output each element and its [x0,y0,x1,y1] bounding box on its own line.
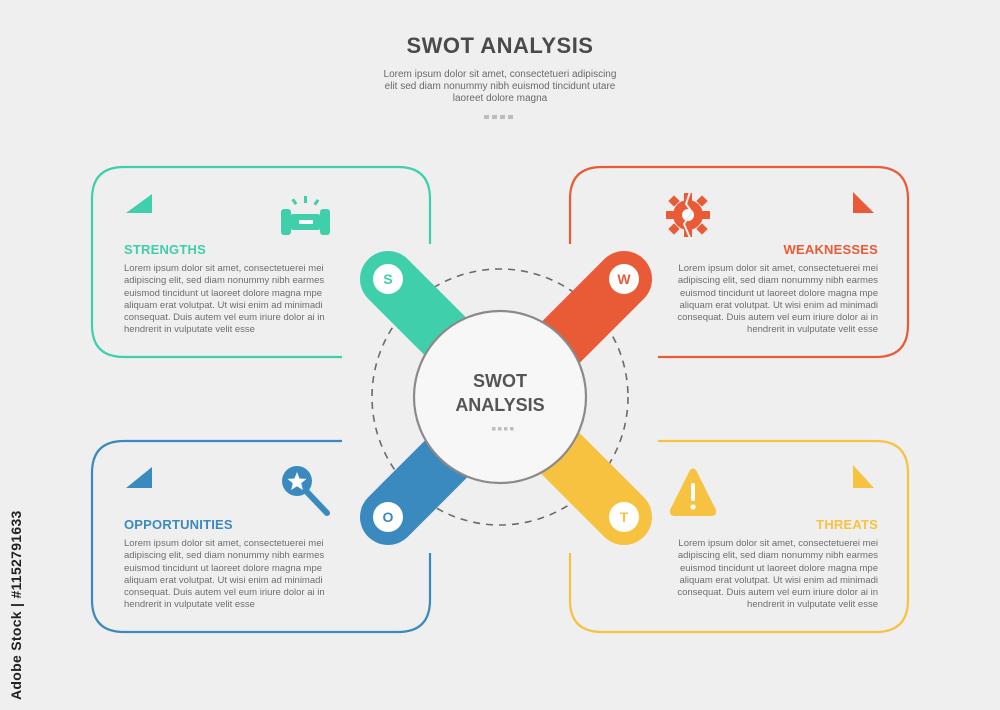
body-line: adipiscing elit, sed diam nonummy nibh e… [124,550,325,562]
threats-corner-triangle [853,465,874,488]
opportunities-arm [360,425,480,545]
threats-heading: THREATS [816,517,878,532]
body-line: euismod tincidunt ut laoreet dolore magn… [124,562,323,574]
center-title: SWOT ANALYSIS [415,369,585,417]
center-title-line: ANALYSIS [455,395,545,415]
broken-gear-icon [666,191,710,239]
body-line: hendrerit in vulputate velit esse [747,599,878,611]
weaknesses-arm [532,251,652,371]
strengths-box-outline [90,165,432,359]
center-title-line: SWOT [473,371,527,391]
body-line: aliquam erat volutpat. Ut wisi enim ad m… [679,574,878,586]
body-line: hendrerit in vulputate velit esse [124,599,255,611]
subtitle-line: Lorem ipsum dolor sit amet, consectetuer… [383,69,617,80]
weaknesses-box-outline [568,165,910,359]
opportunities-heading: OPPORTUNITIES [124,517,233,532]
body-line: adipiscing elit, sed diam nonummy nibh e… [124,275,325,287]
body-line: euismod tincidunt ut laoreet dolore magn… [124,287,323,299]
body-line: aliquam erat volutpat. Ut wisi enim ad m… [679,299,878,311]
strengths-letter: S [383,271,393,287]
subtitle-line: elit sed diam nonummy nibh euismod tinci… [384,81,616,92]
threats-arm [532,425,652,545]
weaknesses-heading: WEAKNESSES [783,242,878,257]
body-line: Lorem ipsum dolor sit amet, consectetuer… [678,263,878,274]
search-star-icon [282,466,330,516]
strengths-corner-triangle [126,194,152,213]
title-divider-dots [484,115,518,119]
body-line: consequat. Duis autem vel eum iriure dol… [124,587,325,599]
body-line: hendrerit in vulputate velit esse [747,324,878,336]
body-line: consequat. Duis autem vel eum iriure dol… [677,587,878,599]
opportunities-box-outline [90,439,432,634]
body-line: aliquam erat volutpat. Ut wisi enim ad m… [124,299,323,311]
body-line: Lorem ipsum dolor sit amet, consectetuer… [124,263,324,274]
body-line: aliquam erat volutpat. Ut wisi enim ad m… [124,574,323,586]
center-divider-dots [492,427,514,431]
body-line: hendrerit in vulputate velit esse [124,324,255,336]
strengths-body: Lorem ipsum dolor sit amet, consectetuer… [124,263,342,337]
strengths-arm [360,251,480,371]
dumbbell-icon [281,196,330,235]
weaknesses-letter: W [617,271,631,287]
dashed-ring [371,268,629,526]
body-line: Lorem ipsum dolor sit amet, consectetuer… [678,538,878,549]
body-line: euismod tincidunt ut laoreet dolore magn… [679,562,878,574]
body-line: Lorem ipsum dolor sit amet, consectetuer… [124,538,324,549]
body-line: euismod tincidunt ut laoreet dolore magn… [679,287,878,299]
weaknesses-body: Lorem ipsum dolor sit amet, consectetuer… [660,263,878,337]
strengths-heading: STRENGTHS [124,242,206,257]
body-line: adipiscing elit, sed diam nonummy nibh e… [677,275,878,287]
body-line: adipiscing elit, sed diam nonummy nibh e… [677,550,878,562]
threats-letter: T [619,509,629,525]
body-line: consequat. Duis autem vel eum iriure dol… [124,312,325,324]
center-circle [412,309,588,485]
stock-watermark: Adobe Stock | #1152791633 [8,510,24,700]
threats-box-outline [568,439,910,634]
weaknesses-corner-triangle [853,192,874,213]
body-line: consequat. Duis autem vel eum iriure dol… [677,312,878,324]
warning-icon [669,468,717,516]
page-subtitle: Lorem ipsum dolor sit amet, consectetuer… [350,69,650,105]
page-title: SWOT ANALYSIS [406,33,594,58]
opportunities-letter: O [382,509,394,525]
subtitle-line: laoreet dolore magna [452,93,548,104]
threats-body: Lorem ipsum dolor sit amet, consectetuer… [660,538,878,612]
opportunities-corner-triangle [126,467,152,488]
opportunities-body: Lorem ipsum dolor sit amet, consectetuer… [124,538,342,612]
